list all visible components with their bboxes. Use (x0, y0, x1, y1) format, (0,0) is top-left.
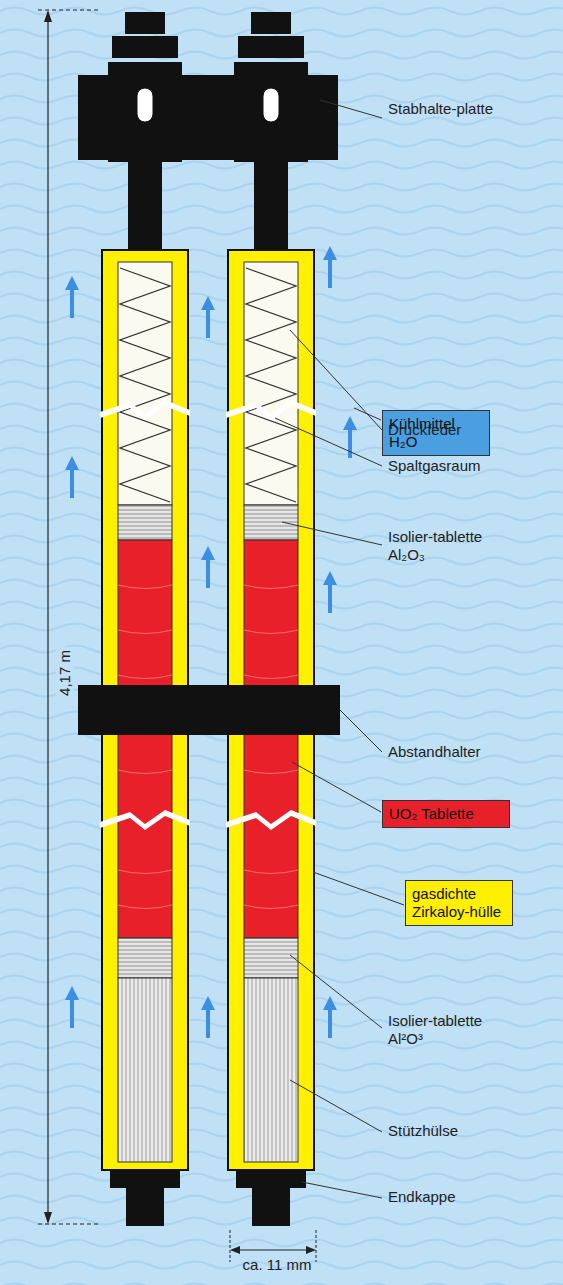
dimension-label: 4,17 m (56, 647, 74, 699)
part-label: Isolier-tablette Al²O³ (388, 1012, 488, 1048)
box-text: UO₂ Tablette (389, 805, 503, 823)
pellet-box: UO₂ Tablette (382, 800, 510, 828)
part-label: Abstandhalter (388, 743, 538, 761)
part-label: Endkappe (388, 1188, 538, 1206)
part-label: Druckfeder (388, 421, 538, 439)
part-label: Stützhülse (388, 1122, 538, 1140)
part-label: Spaltgasraum (388, 457, 538, 475)
part-label: Isolier-tablette Al₂O₃ (388, 528, 488, 564)
cladding-box: gasdichte Zirkaloy-hülle (405, 880, 513, 926)
dimension-label: ca. 11 mm (232, 1256, 322, 1274)
box-text: gasdichte Zirkaloy-hülle (412, 885, 506, 921)
part-label: Stabhalte-platte (388, 100, 498, 118)
